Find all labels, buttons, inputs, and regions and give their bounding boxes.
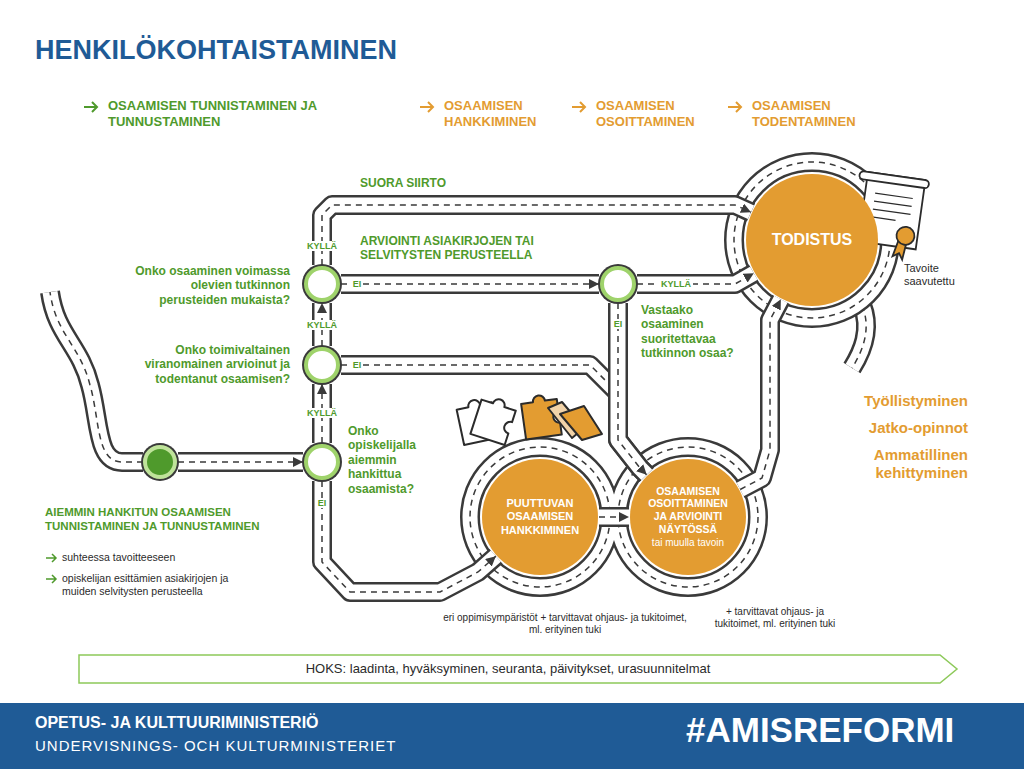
text-label: #AMISREFORMI (686, 709, 1016, 751)
diagram-title: HENKILÖKOHTAISTAMINEN (35, 34, 397, 66)
header-arrow (728, 102, 741, 112)
road-centerline (178, 461, 303, 463)
road-surface (637, 273, 754, 284)
road-connector (740, 299, 781, 489)
header-arrow (420, 102, 433, 112)
decision-question: Onko opiskelijalla aiemmin hankittua osa… (348, 424, 443, 496)
decision-circle: Onko opiskelijalla aiemmin hankittua osa… (304, 444, 340, 480)
bullet-arrow (46, 554, 56, 583)
text-label: OSAAMISEN OSOITTAMINEN (596, 98, 721, 129)
road-edge (740, 299, 781, 489)
puzzle-illustration (470, 394, 517, 445)
text-label: Ammatillinen kehittyminen (840, 446, 968, 482)
decision-circle: Vastaako osaaminen suoritettavaa tutkinn… (600, 266, 636, 302)
road-connector (322, 481, 496, 592)
entry-road (50, 292, 143, 462)
road-centerline (599, 516, 629, 518)
branch-label: EI (612, 319, 625, 330)
branch-label: EI (351, 279, 364, 290)
text-label: Työllistyminen (840, 392, 968, 410)
start-circle: AIEMMIN HANKITUN OSAAMISEN TUNNISTAMINEN… (143, 445, 177, 479)
text-label: + tarvittavat ohjaus- ja tukitoimet, ml.… (705, 606, 845, 630)
bullet-arrow (46, 554, 56, 562)
decision-question: Onko osaaminen voimassa olevien tutkinno… (125, 264, 290, 307)
certificate-icon (872, 193, 913, 222)
branch-label: KYLLÄ (305, 408, 339, 419)
band-text: HOKS: laadinta, hyväksyminen, seuranta, … (296, 661, 741, 677)
decision-question: Onko toimivaltainen viranomainen arvioin… (125, 343, 290, 386)
header-arrow (84, 102, 97, 112)
road-edge (322, 205, 751, 265)
road-surface (599, 510, 629, 525)
road-centerline (322, 205, 751, 265)
circle-title: PUUTTUVAN OSAAMISEN HANKKIMINEN (492, 497, 588, 537)
road-surface (740, 299, 781, 489)
puzzle-illustration (560, 406, 602, 440)
circle-subtitle: tai muulla tavoin (640, 537, 736, 549)
road-surface (322, 205, 751, 265)
road-connector (341, 284, 599, 285)
circle-title: TODISTUS (757, 230, 867, 249)
text-label: OPETUS- JA KULTTUURIMINISTERIÖ (35, 713, 455, 732)
entry-road (50, 292, 143, 462)
text-label: OSAAMISEN TUNNISTAMINEN JA TUNNUSTAMINEN (108, 98, 343, 129)
road-edge (599, 507, 629, 527)
entry-road (50, 292, 143, 462)
road-edge (341, 274, 599, 294)
text-label: Jatko-opinnot (840, 419, 968, 437)
road-connector (599, 517, 629, 518)
decision-circle: Onko toimivaltainen viranomainen arvioin… (304, 347, 340, 383)
certificate-icon (859, 171, 929, 189)
bullet-arrow (46, 575, 56, 583)
branch-label: EI (316, 498, 329, 509)
text-label: OSAAMISEN TODENTAMINEN (752, 98, 880, 129)
road-edge (322, 481, 496, 592)
text-label: eri oppimisympäristöt + tarvittavat ohja… (440, 612, 690, 636)
decision-circle: Onko osaaminen voimassa olevien tutkinno… (304, 266, 340, 302)
road-surface (341, 277, 599, 292)
start-heading: AIEMMIN HANKITUN OSAAMISEN TUNNISTAMINEN… (45, 506, 307, 534)
decision-question: Vastaako osaaminen suoritettavaa tutkinn… (641, 303, 741, 361)
process-circle: OSAAMISEN OSOITTAMINEN JA ARVIOINTI NÄYT… (630, 459, 746, 575)
road-connector (322, 205, 751, 265)
header-arrow (572, 102, 585, 112)
text-label: SUORA SIIRTO (360, 176, 560, 190)
text-label: OSAAMISEN HANKKIMINEN (444, 98, 556, 129)
goal-circle: TODISTUS (746, 174, 878, 306)
circle-title: OSAAMISEN OSOITTAMINEN JA ARVIOINTI NÄYT… (640, 485, 736, 535)
branch-label: EI (351, 360, 364, 371)
entry-road (50, 292, 143, 462)
process-circle: PUUTTUVAN OSAAMISEN HANKKIMINEN (482, 459, 598, 575)
road-centerline (740, 299, 781, 489)
branch-label: KYLLÄ (305, 320, 339, 331)
branch-label: KYLLÄ (659, 279, 693, 290)
branch-label: KYLLÄ (305, 241, 339, 252)
band-outline (79, 655, 957, 683)
text-label: UNDERVISNINGS- OCH KULTURMINISTERIET (35, 737, 505, 755)
puzzle-illustration (455, 393, 602, 445)
road-centerline (637, 273, 754, 284)
text-label: opiskelijan esittämien asiakirjojen ja m… (62, 572, 262, 597)
certificate-icon (895, 226, 915, 246)
road-connector (637, 273, 754, 284)
text-label: ARVIOINTI ASIAKIRJOJEN TAI SELVITYSTEN P… (360, 234, 600, 263)
road-edge (637, 273, 754, 284)
road-centerline (341, 283, 599, 285)
road-surface (178, 455, 303, 470)
text-label: Tavoite saavutettu (904, 262, 989, 288)
text-label: suhteessa tavoitteeseen (62, 551, 262, 564)
road-centerline (322, 481, 496, 592)
road-edge (178, 452, 303, 472)
hoks-band: HOKS: laadinta, hyväksyminen, seuranta, … (78, 654, 958, 684)
road-surface (322, 481, 496, 592)
road-connector (178, 462, 303, 463)
